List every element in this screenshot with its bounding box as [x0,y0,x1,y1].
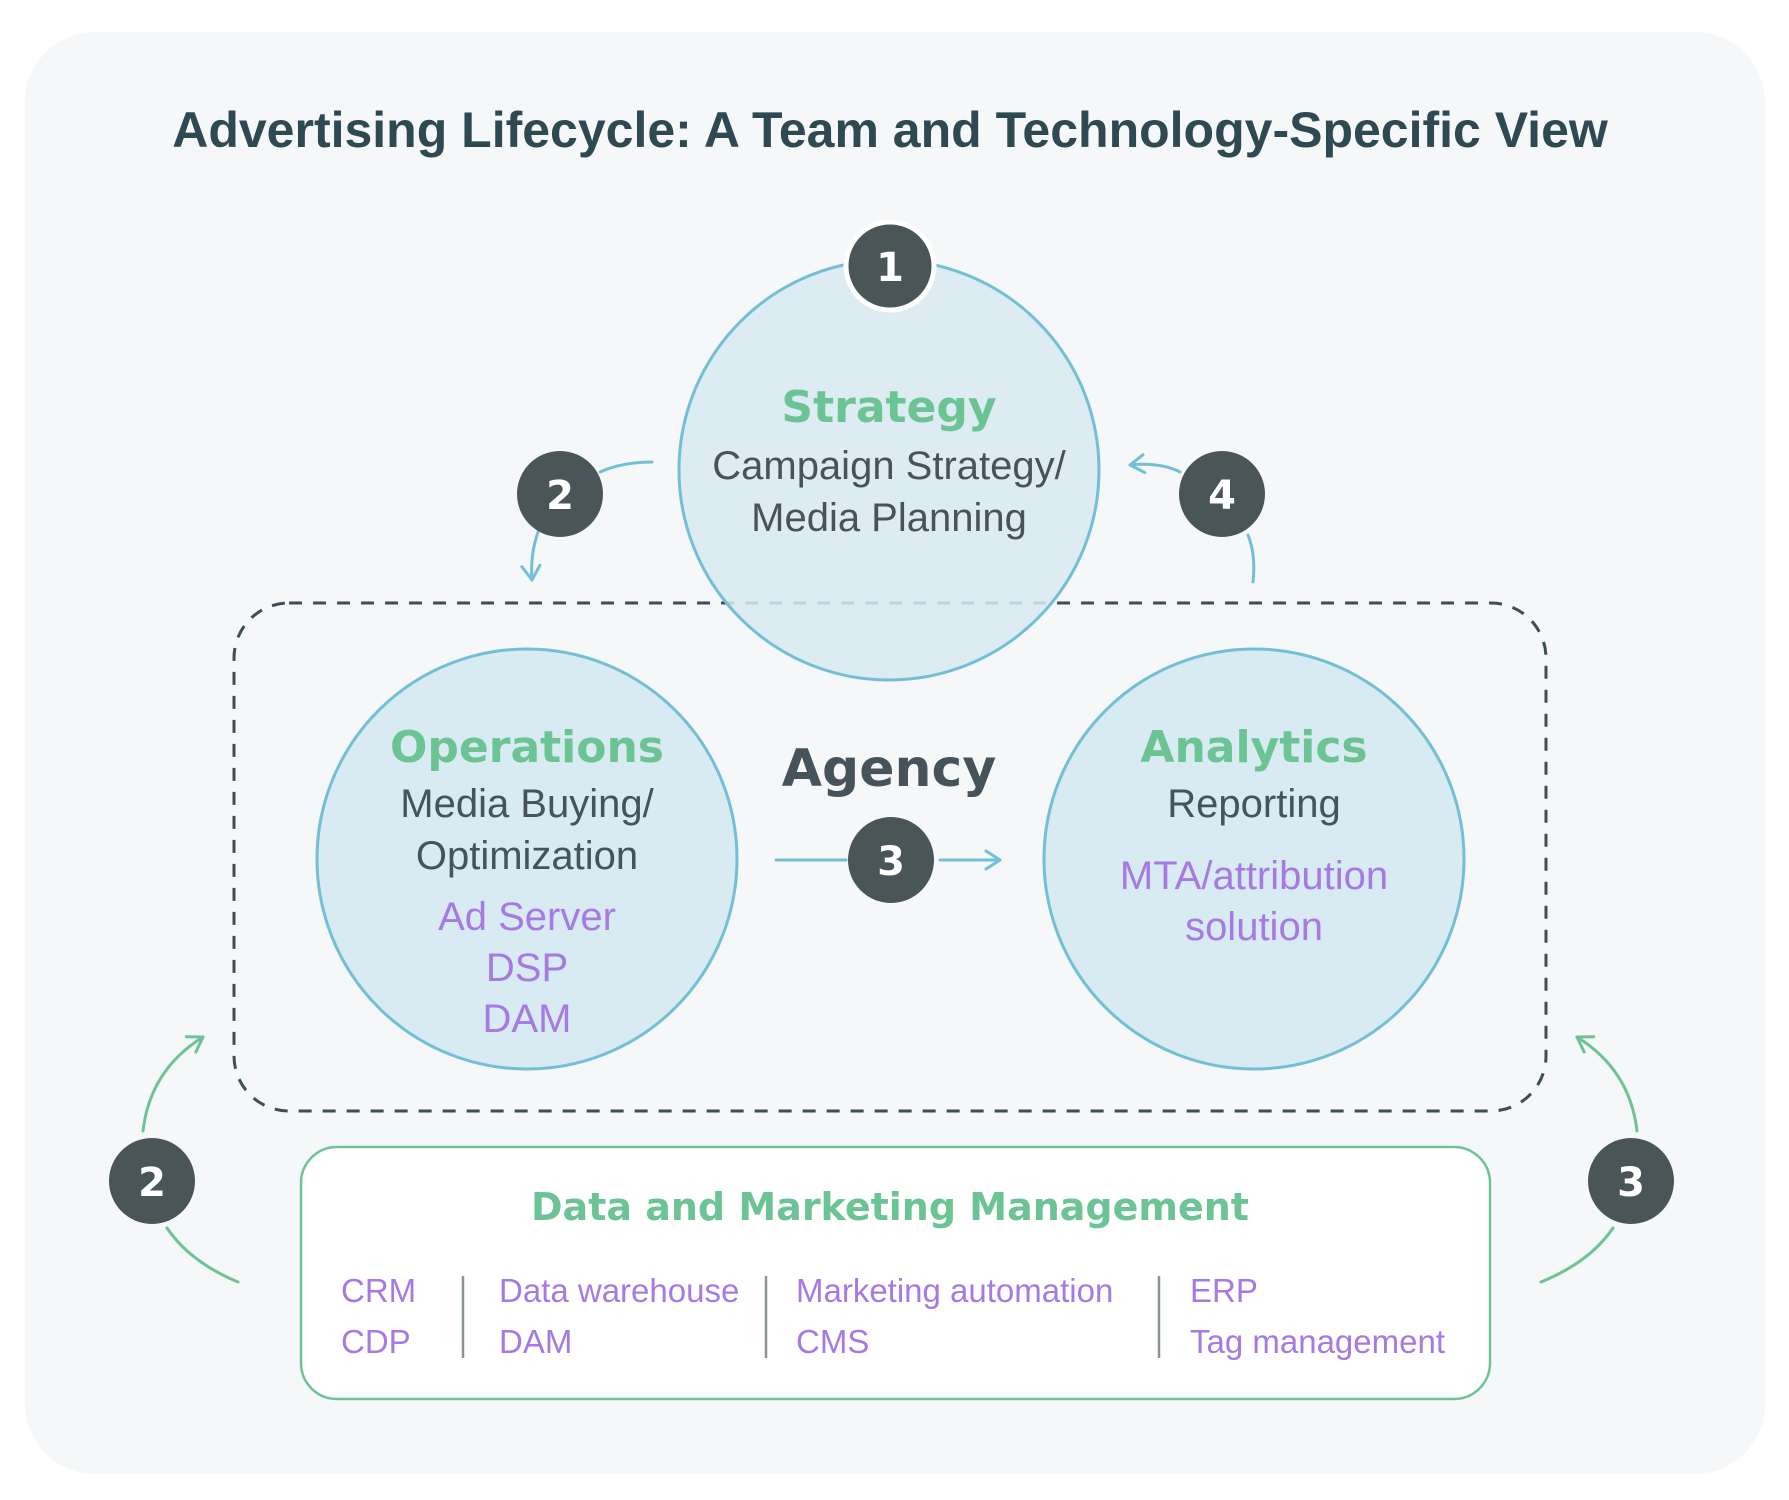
tool-erp: ERP [1190,1272,1258,1309]
analytics-circle [1042,647,1466,1071]
arrow-data-to-agency-right-lower [1539,1226,1615,1284]
strategy-line-2: Media Planning [751,496,1027,540]
step-badge-label: 2 [138,1160,166,1206]
operations-circle [315,647,739,1071]
strategy-line-1: Campaign Strategy/ [712,444,1066,488]
arrow-analytics-to-strategy-left [1128,453,1182,475]
arrow-data-to-agency-right-upper [1575,1035,1639,1133]
tool-tag-management: Tag management [1190,1323,1445,1360]
page-title: Advertising Lifecycle: A Team and Techno… [172,102,1608,158]
step-badge-label: 3 [1617,1160,1645,1206]
tool-cms: CMS [796,1323,869,1360]
analytics-tech-1: MTA/attribution [1120,854,1388,898]
strategy-heading: Strategy [781,382,996,433]
step-badge-2-data-left: 2 [109,1138,195,1224]
data-management-box [299,1145,1492,1401]
step-badge-2-strategy-operations: 2 [517,451,603,537]
operations-tech-3: DAM [483,997,572,1041]
step-badge-3-operations-analytics: 3 [848,817,934,903]
tool-cdp: CDP [341,1323,411,1360]
operations-heading: Operations [390,722,664,773]
step-badge-1: 1 [843,219,937,313]
arrow-strategy-to-operations-down [520,530,542,582]
step-badge-label: 4 [1208,473,1236,519]
agency-label: Agency [782,739,996,799]
operations-line-1: Media Buying/ [400,782,654,826]
data-management-title: Data and Marketing Management [531,1185,1249,1229]
tool-crm: CRM [341,1272,416,1309]
step-badge-label: 1 [876,245,904,291]
arrow-analytics-to-strategy-up [1246,533,1256,584]
step-badge-label: 2 [546,473,574,519]
arrow-data-to-agency-left-lower [165,1226,240,1284]
step-badge-4-analytics-strategy: 4 [1179,451,1265,537]
operations-tech-1: Ad Server [438,895,616,939]
background-panel [25,32,1765,1474]
analytics-heading: Analytics [1140,722,1367,773]
analytics-line-1: Reporting [1167,782,1340,826]
arrow-strategy-to-operations-top [598,460,654,474]
operations-line-2: Optimization [416,834,638,878]
tool-dam: DAM [499,1323,572,1360]
step-badge-label: 3 [877,839,905,885]
operations-tech-2: DSP [486,946,568,990]
arrow-data-to-agency-left-upper [141,1035,205,1133]
analytics-tech-2: solution [1185,905,1323,949]
tool-data-warehouse: Data warehouse [499,1272,739,1309]
tool-marketing-automation: Marketing automation [796,1272,1113,1309]
step-badge-3-data-right: 3 [1588,1138,1674,1224]
